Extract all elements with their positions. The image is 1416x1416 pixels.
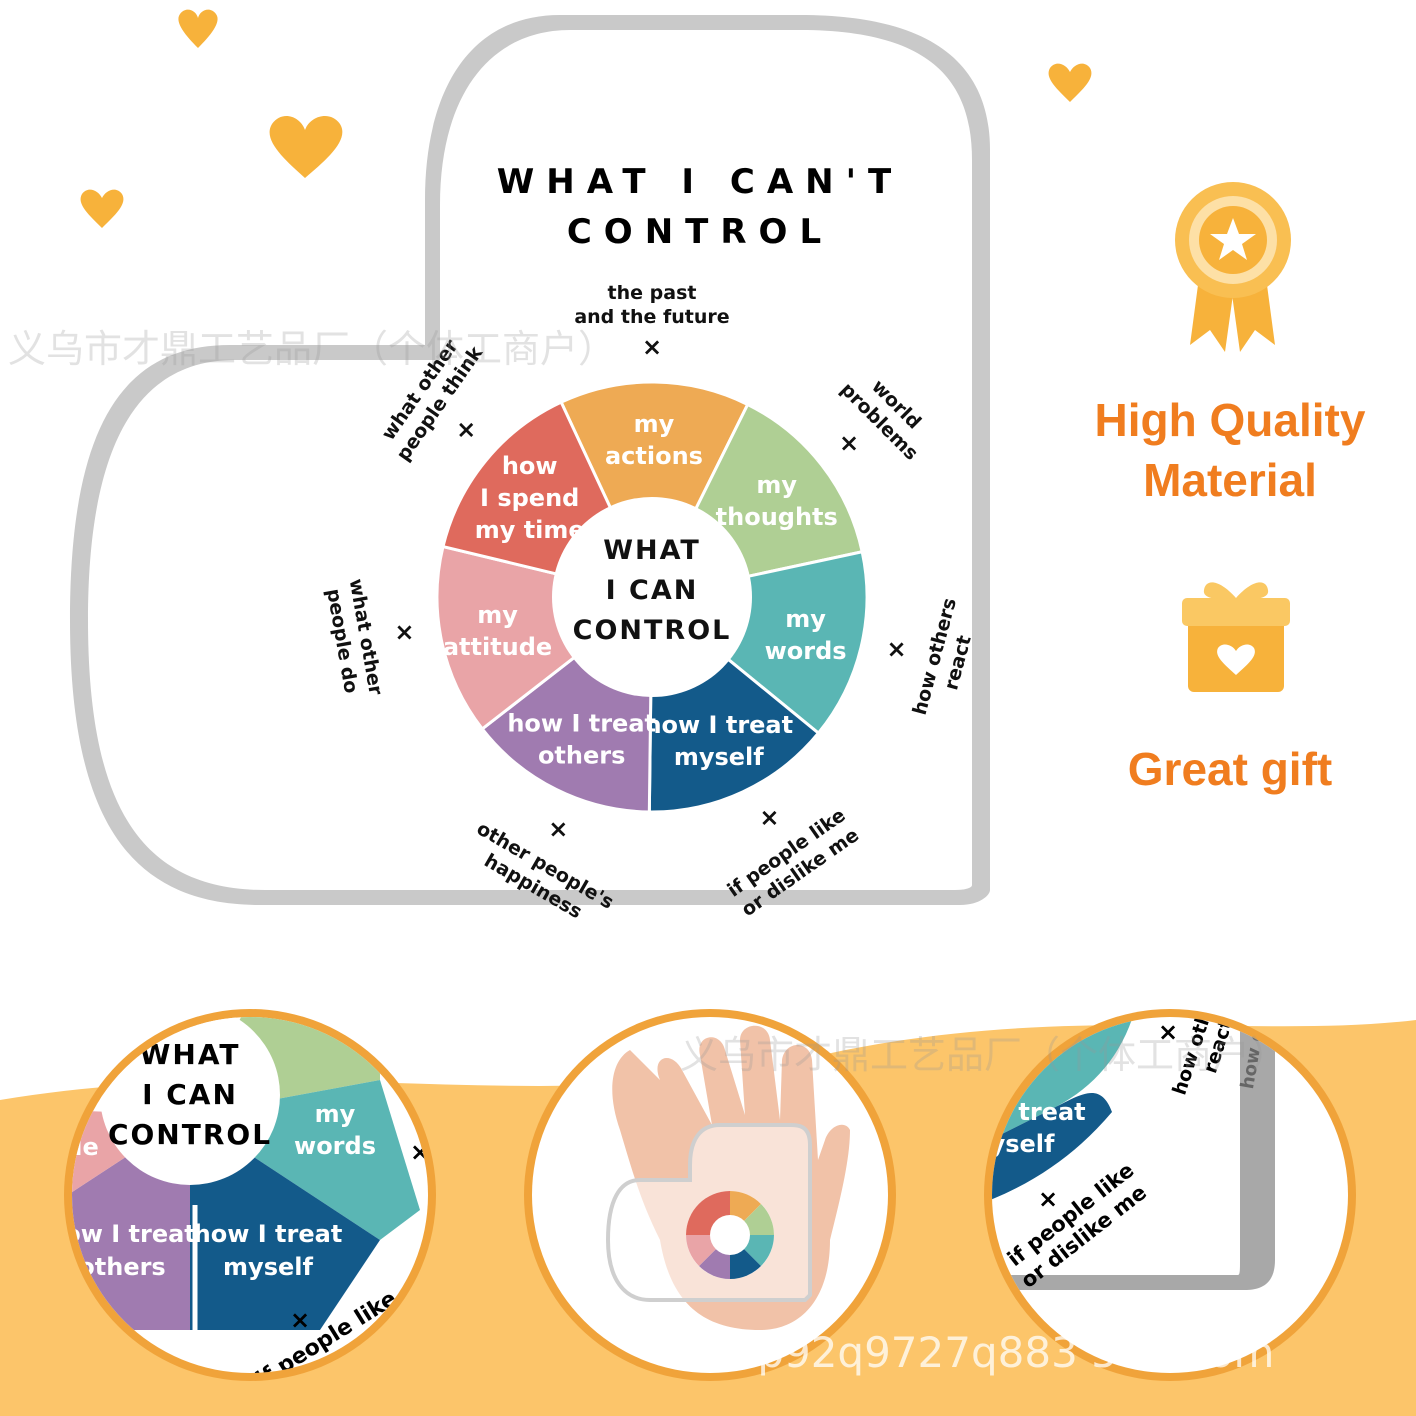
wheel-segment-label: thoughts	[716, 503, 838, 531]
x-mark: ×	[886, 635, 906, 663]
gift-box-icon	[1182, 582, 1290, 692]
wheel-segment-label: actions	[605, 442, 703, 470]
watermark-middle: 义乌市才鼎工艺品厂（个体工商户）	[680, 1033, 1289, 1077]
x-mark: ×	[642, 333, 662, 361]
quality-line1: High Quality	[1094, 394, 1366, 446]
outside-label-line: and the future	[574, 306, 729, 328]
x-mark: ×	[394, 618, 414, 646]
x-mark: ×	[456, 416, 476, 444]
outside-label-line: the past	[608, 282, 697, 304]
zoom-x-mark: ×	[290, 1306, 310, 1334]
zoom-x-mark: ×	[1158, 1018, 1178, 1046]
mini-wheel	[686, 1191, 774, 1279]
wheel-segment-label: myself	[674, 743, 764, 771]
wheel-segment-label: my	[756, 471, 797, 499]
zoom-center-line3: CONTROL	[108, 1118, 272, 1151]
heart-plaque: WHAT I CAN'T CONTROL my actions my thoughts…	[70, 15, 990, 923]
zoom-myself-line1: how I treat	[194, 1220, 343, 1248]
zoom-center-line2: I CAN	[142, 1078, 238, 1111]
control-wheel: my actions my thoughts my words how I treat mys…	[435, 380, 869, 814]
zoom-circle-edge: treat yself × × if people like or dislik…	[984, 1009, 1356, 1381]
zoom-circle-wheel: WHAT I CAN CONTROL my words how I treat …	[64, 1009, 436, 1381]
wheel-center-label: I CAN	[606, 575, 699, 606]
quality-label: High Quality Material	[1070, 390, 1390, 510]
wheel-segment-label: others	[538, 741, 625, 769]
wheel-segment-label: my time	[475, 516, 585, 544]
watermark-bottom: hop92q9727q883 588.com	[705, 1328, 1275, 1377]
zoom-others-line2: others	[78, 1253, 165, 1281]
plaque-title: WHAT I CAN'T	[497, 162, 903, 202]
heart-icon	[80, 189, 124, 228]
zoom-treat-line1: treat	[1018, 1098, 1085, 1126]
wheel-segment	[559, 380, 750, 601]
x-mark: ×	[759, 804, 779, 832]
zoom-x-mark: ×	[1038, 1185, 1058, 1213]
watermark-top: 义乌市才鼎工艺品厂（个体工商户）	[8, 327, 617, 371]
wheel-segment-label: my	[634, 410, 675, 438]
wheel-segment-label: I spend	[480, 484, 579, 512]
x-mark: ×	[548, 815, 568, 843]
wheel-segment-label: how I treat	[644, 711, 793, 739]
heart-icon	[269, 116, 343, 178]
wheel-center	[552, 497, 752, 697]
wheel-segment-label: my	[477, 601, 518, 629]
wheel-center-label: CONTROL	[573, 615, 732, 646]
heart-icon	[1048, 63, 1092, 102]
zoom-others-line1: ow I treat	[64, 1220, 196, 1248]
zoom-myself-line2: myself	[223, 1253, 313, 1281]
medal-icon	[1175, 182, 1291, 352]
zoom-words-line1: my	[315, 1100, 356, 1128]
x-mark: ×	[839, 429, 859, 457]
wheel-segment-label: how	[502, 452, 558, 480]
wheel-center-label: WHAT	[603, 535, 701, 566]
gift-label: Great gift	[1127, 743, 1333, 795]
zoom-words-line2: words	[294, 1132, 376, 1160]
wheel-segment-label: attitude	[443, 633, 552, 661]
plaque-title-line2: CONTROL	[567, 212, 833, 252]
wheel-segment-label: my	[785, 605, 826, 633]
zoom-circle-hand	[524, 1009, 896, 1381]
wheel-segment-label: words	[765, 637, 847, 665]
wheel-segment-label: how I treat	[507, 709, 656, 737]
quality-line2: Material	[1143, 454, 1317, 506]
heart-icon	[178, 9, 218, 48]
